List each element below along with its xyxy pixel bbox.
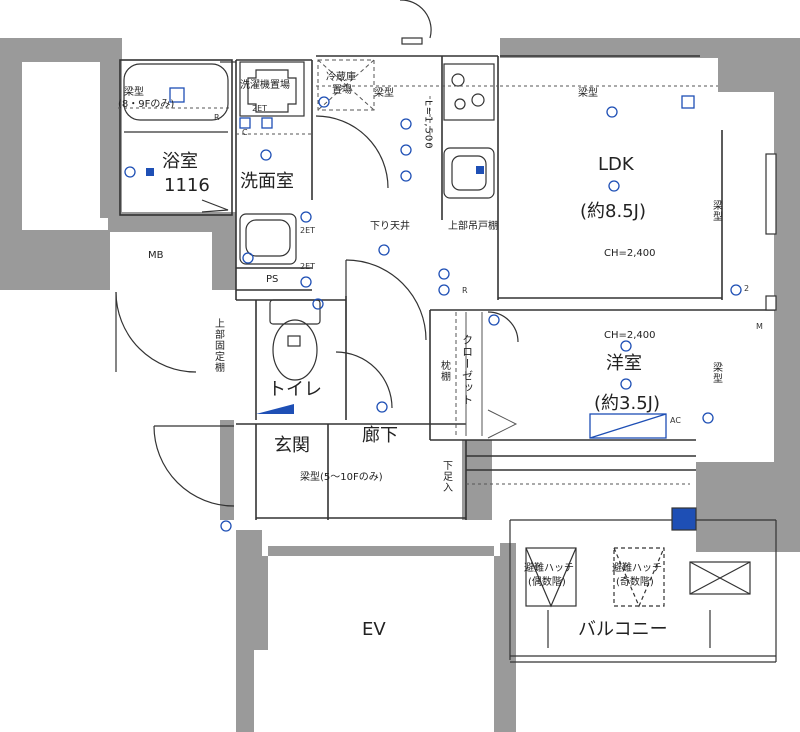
room-washroom: 洗面室 bbox=[240, 171, 294, 192]
label-beam-right2: 梁型 bbox=[710, 362, 722, 384]
room-western-size: (約3.5J) bbox=[594, 393, 660, 414]
code-2: 2 bbox=[744, 284, 750, 293]
code-m: M bbox=[756, 322, 763, 331]
code-r1: R bbox=[214, 113, 220, 122]
room-mb: MB bbox=[148, 250, 164, 261]
room-balcony: バルコニー bbox=[578, 619, 668, 640]
partition-lines bbox=[119, 55, 775, 520]
windows bbox=[401, 37, 777, 531]
room-ldk: LDK bbox=[598, 154, 634, 175]
label-beam-top1: 梁型 bbox=[374, 88, 394, 99]
label-beam-entrance: 梁型(5〜10Fのみ) bbox=[300, 472, 383, 483]
ac-unit bbox=[589, 413, 667, 439]
electrical-symbols bbox=[124, 87, 742, 532]
code-2et-1: 2ET bbox=[252, 104, 268, 113]
code-r2: R bbox=[462, 286, 468, 295]
toilet-fixture bbox=[269, 299, 321, 381]
label-ch-ldk: CH=2,400 bbox=[604, 248, 656, 259]
room-ev: EV bbox=[362, 619, 386, 640]
label-hatch-even-1: 避難ハッチ bbox=[524, 563, 574, 574]
label-ch-western: CH=2,400 bbox=[604, 330, 656, 341]
label-lowered-ceiling: 下り天井 bbox=[370, 221, 410, 232]
label-beam-right1: 梁型 bbox=[710, 200, 722, 222]
closet-fixture bbox=[455, 312, 518, 439]
guide-lines bbox=[118, 85, 718, 485]
label-beam-bath-note: (8・9Fのみ) bbox=[118, 99, 175, 110]
code-2et-3: 2ET bbox=[300, 262, 316, 271]
kitchen bbox=[443, 63, 495, 199]
room-bath: 浴室 bbox=[162, 151, 198, 172]
balcony bbox=[509, 519, 777, 663]
label-fridge-1: 冷蔵庫 bbox=[326, 72, 356, 83]
room-entrance: 玄関 bbox=[274, 435, 310, 456]
room-ps: PS bbox=[266, 274, 279, 285]
label-hatch-odd-1: 避難ハッチ bbox=[612, 563, 662, 574]
fridge-zone bbox=[317, 59, 375, 111]
label-hatch-odd-2: (奇数階) bbox=[616, 577, 654, 588]
code-c1: C bbox=[242, 128, 248, 137]
room-toilet: トイレ bbox=[268, 379, 322, 400]
label-upper-cabinet: 上部吊戸棚 bbox=[448, 221, 498, 232]
label-washer: 洗濯機置場 bbox=[240, 80, 290, 91]
wash-sink bbox=[239, 213, 297, 265]
label-beam-bath: 梁型 bbox=[124, 87, 144, 98]
room-western: 洋室 bbox=[606, 353, 642, 374]
label-hatch-even-2: (偶数階) bbox=[528, 577, 566, 588]
room-bath-size: 1116 bbox=[164, 175, 210, 196]
label-footstep: 下足入 bbox=[440, 460, 452, 493]
label-fridge-2: 置場 bbox=[332, 85, 352, 96]
room-hallway: 廊下 bbox=[362, 425, 398, 446]
bathtub bbox=[123, 63, 229, 213]
blue-solid-marks bbox=[146, 166, 484, 414]
code-2et-2: 2ET bbox=[300, 226, 316, 235]
label-upper-fixed-shelf: 上部固定棚 bbox=[212, 318, 224, 373]
washer-place bbox=[239, 61, 305, 117]
label-beam-top2: 梁型 bbox=[578, 88, 598, 99]
door-swings bbox=[115, 0, 519, 507]
label-closet: クローゼット bbox=[460, 334, 474, 406]
label-ceiling-limit: L=1,500 bbox=[422, 100, 434, 150]
label-shelf-pillow: 枕棚 bbox=[438, 360, 450, 382]
code-ac: AC bbox=[670, 416, 681, 425]
room-ldk-size: (約8.5J) bbox=[580, 201, 646, 222]
